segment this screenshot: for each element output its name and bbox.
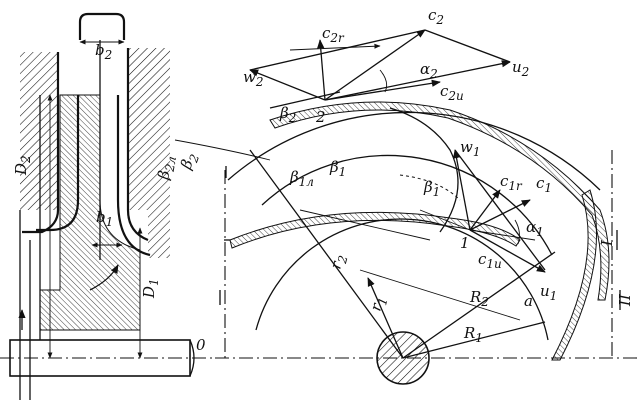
blade-back: [116, 95, 151, 257]
outlet-triangle: [249, 29, 511, 109]
channel-outer: [22, 52, 60, 234]
label-w2: w2: [243, 68, 263, 89]
label-beta1: β1: [329, 158, 346, 179]
R1-line: [402, 321, 546, 359]
label-w1: w1: [460, 138, 480, 159]
label-II: II: [616, 293, 634, 307]
label-I: I: [598, 239, 616, 247]
label-c1: c1: [536, 174, 552, 195]
inlet-triangle: [419, 149, 546, 273]
channel-inner: [126, 48, 149, 242]
label-c2r: c2r: [322, 24, 345, 45]
label-beta2l: β2л: [154, 154, 179, 182]
label-b2: b2: [95, 41, 112, 62]
label-beta1l: β1л: [289, 168, 314, 189]
label-b1: b1: [96, 208, 113, 229]
blade-outer: [269, 101, 610, 301]
blade-right: [551, 189, 598, 361]
label-u1: u1: [540, 282, 557, 303]
label-c1u: c1u: [478, 250, 502, 271]
label-u2: u2: [512, 58, 529, 79]
label-beta1b: β1: [423, 178, 440, 199]
R2-line: [402, 251, 556, 359]
label-alpha2: α2: [420, 60, 438, 81]
label-R1: R1: [463, 324, 483, 345]
label-beta2: β2: [279, 104, 296, 125]
r2-line: [249, 149, 404, 359]
label-c2: c2: [428, 6, 444, 27]
label-c1r: c1r: [500, 172, 523, 193]
blade-inner: [229, 211, 521, 249]
label-alpha1: α1: [526, 218, 544, 239]
label-r1: r1: [366, 294, 390, 314]
label-r2: r2: [326, 252, 350, 272]
label-point2: 2: [315, 108, 326, 126]
label-R2: R2: [469, 288, 489, 309]
r1-line: [367, 277, 404, 359]
meridional-section: b2 D2 b1 D1 0: [0, 12, 215, 400]
flow-arrow: [89, 264, 119, 291]
label-c2u: c2u: [440, 82, 464, 103]
label-D2: D2: [12, 155, 33, 176]
casing-left-hatch: [20, 52, 58, 210]
top-cap: [78, 12, 126, 40]
plan-view: c2 c2r w2 α2 u2 c2u β2 2 β2л β2 β1л β1 w…: [154, 6, 640, 385]
casing-right-hatch: [128, 48, 170, 258]
label-zero: 0: [196, 336, 206, 354]
label-point1: 1: [460, 234, 470, 252]
label-a: a: [524, 292, 533, 310]
label-D1: D1: [140, 278, 161, 299]
label-beta2b: β2: [177, 150, 203, 173]
